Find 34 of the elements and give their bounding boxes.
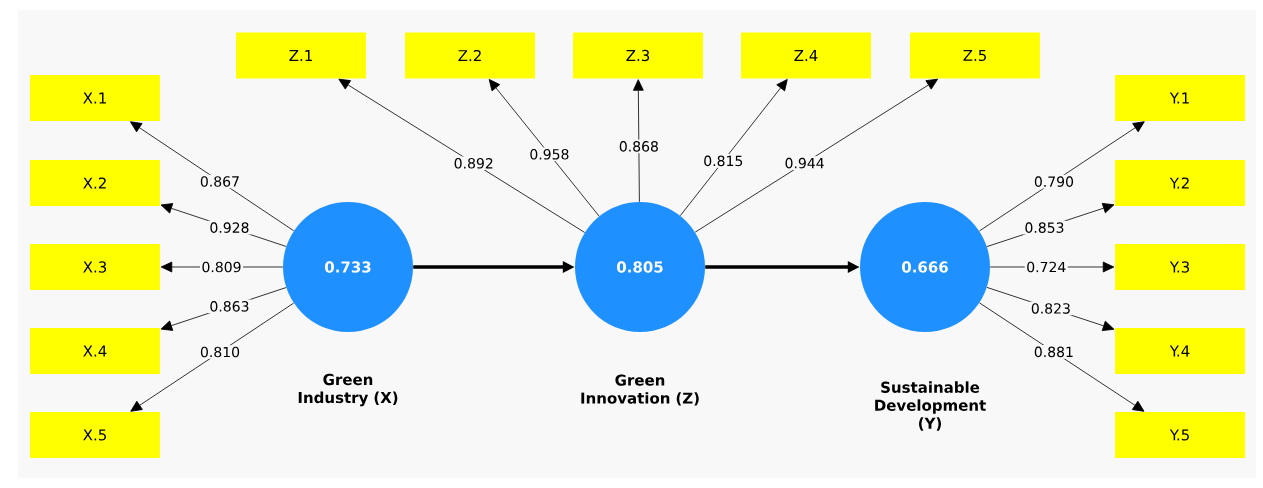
- arrow: [488, 79, 600, 217]
- construct-name: Sustainable Development (Y): [875, 381, 986, 431]
- arrow: [632, 79, 644, 203]
- indicator-box: Z.4: [741, 32, 871, 79]
- arrow: [978, 121, 1145, 232]
- indicator-box: Z.5: [910, 32, 1040, 79]
- indicator-box: Y.3: [1115, 244, 1245, 290]
- construct-name: Green Industry (X): [298, 373, 398, 407]
- arrow: [694, 78, 938, 233]
- indicator-box: X.3: [30, 244, 160, 290]
- indicator-box: X.5: [30, 412, 160, 458]
- edge-label: 0.815: [701, 154, 745, 168]
- construct-name: Green Innovation (Z): [581, 374, 699, 406]
- indicator-box: Z.2: [405, 32, 535, 79]
- indicator-box: X.4: [30, 328, 160, 374]
- arrow: [130, 302, 295, 412]
- arrow: [130, 121, 295, 232]
- arrow: [338, 78, 586, 233]
- edge-label: 0.809: [199, 260, 244, 274]
- indicator-box: Y.2: [1115, 160, 1245, 206]
- indicator-box: Y.5: [1115, 412, 1245, 458]
- edge-label: 0.892: [452, 156, 496, 171]
- arrow: [679, 79, 788, 217]
- arrow: [979, 302, 1145, 412]
- edge-label: 0.724: [1024, 260, 1068, 274]
- indicator-box: Z.1: [236, 32, 366, 79]
- indicator-box: X.1: [30, 75, 160, 121]
- indicator-box: Y.1: [1115, 75, 1245, 121]
- indicator-box: Z.3: [573, 32, 703, 79]
- edge-label: 0.944: [783, 156, 827, 170]
- edge-label: 0.881: [1032, 345, 1076, 359]
- edge-label: 0.810: [198, 345, 242, 359]
- indicator-box: Y.4: [1115, 328, 1245, 374]
- indicator-box: X.2: [30, 160, 160, 206]
